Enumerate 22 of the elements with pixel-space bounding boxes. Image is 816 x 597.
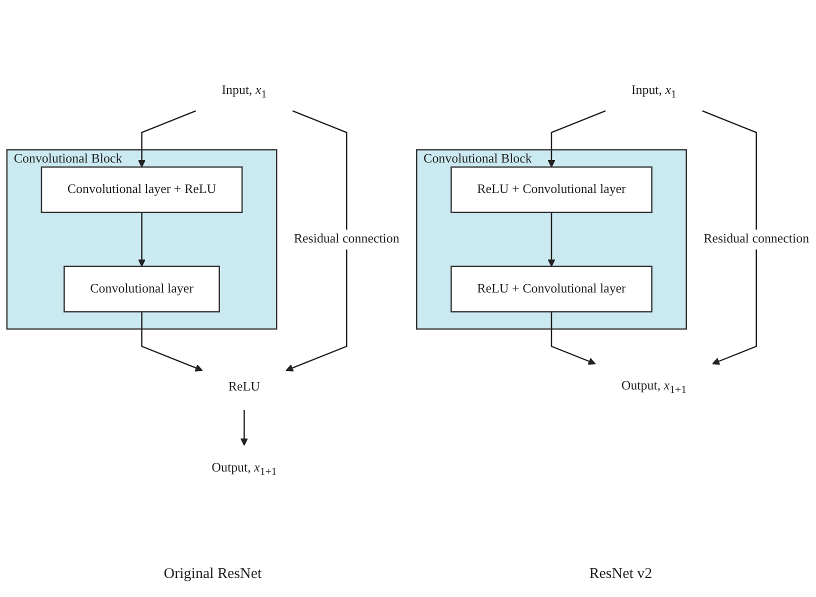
- node-box: ReLU + Convolutional layer: [450, 265, 652, 312]
- diagram-caption: Original ResNet: [164, 566, 262, 583]
- node-text: Output, x$_{1+1}$: [212, 460, 277, 478]
- node-box: Convolutional layer: [64, 265, 220, 312]
- edge-label: Residual connection: [294, 232, 400, 246]
- node-text: Input, x$_{1}$: [631, 83, 676, 100]
- node-text: ReLU: [228, 380, 260, 394]
- arrow: [141, 311, 203, 372]
- node-text: Input, x$_{1}$: [222, 83, 267, 100]
- arrow: [138, 212, 146, 266]
- arrow: [138, 110, 196, 168]
- arrow: [548, 212, 556, 266]
- arrow: [548, 110, 606, 168]
- edge-label: Residual connection: [704, 232, 810, 246]
- arrow: [286, 110, 348, 372]
- arrow: [702, 110, 757, 365]
- arrow: [240, 410, 248, 446]
- node-box: Convolutional layer + ReLU: [40, 166, 243, 213]
- node-text: Output, x$_{1+1}$: [621, 378, 686, 396]
- arrow: [550, 311, 596, 365]
- node-box: ReLU + Convolutional layer: [450, 166, 652, 213]
- diagram-caption: ResNet v2: [589, 566, 652, 583]
